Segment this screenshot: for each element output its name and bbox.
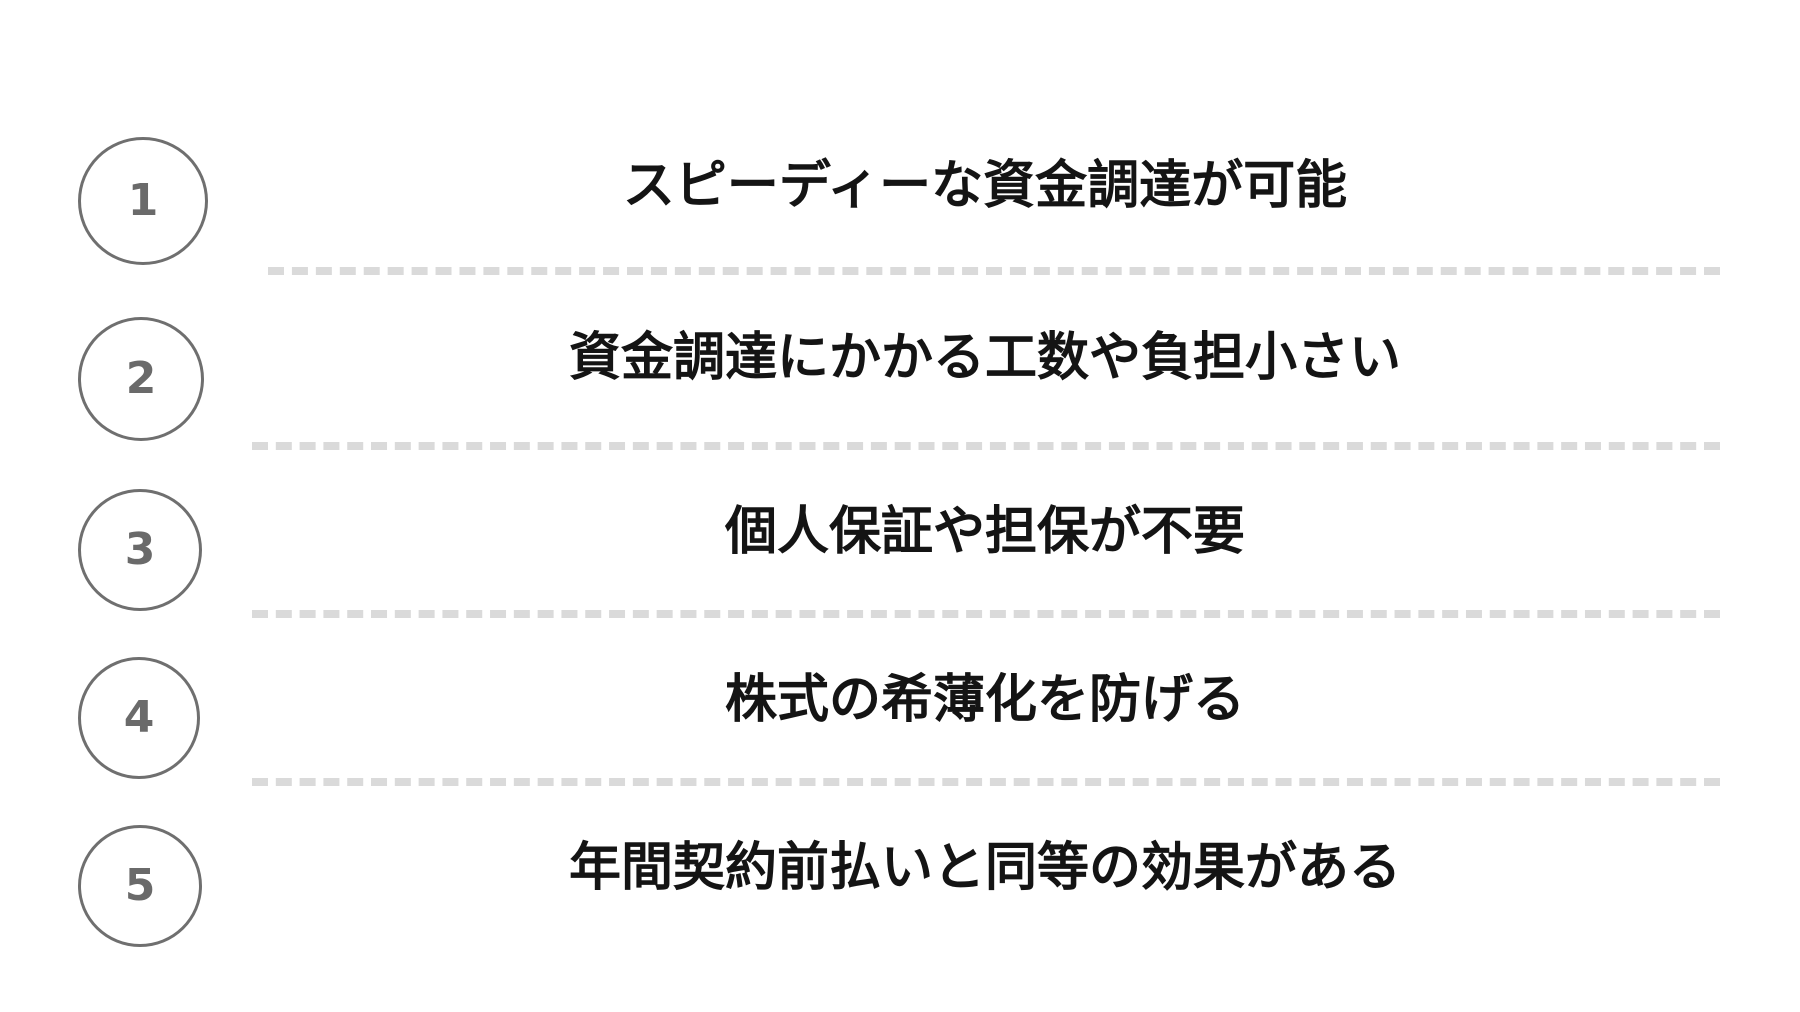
number-label: 2: [125, 353, 157, 404]
benefit-text-2: 資金調達にかかる工数や負担小さい: [568, 328, 1401, 388]
benefit-text-3: 個人保証や担保が不要: [724, 502, 1245, 562]
number-label: 1: [127, 175, 159, 226]
number-badge-4: 4: [78, 657, 200, 779]
number-label: 3: [124, 524, 156, 575]
divider: [252, 778, 1720, 786]
number-badge-2: 2: [78, 317, 204, 441]
number-label: 5: [124, 860, 156, 911]
benefit-text-1: スピーディーな資金調達が可能: [622, 156, 1348, 216]
benefit-text-4: 株式の希薄化を防げる: [724, 670, 1245, 730]
divider: [252, 442, 1720, 450]
number-badge-1: 1: [78, 137, 208, 265]
divider: [252, 610, 1720, 618]
divider: [268, 267, 1720, 275]
benefit-text-5: 年間契約前払いと同等の効果がある: [568, 838, 1401, 898]
number-label: 4: [123, 692, 155, 743]
number-badge-3: 3: [78, 489, 202, 611]
number-badge-5: 5: [78, 825, 202, 947]
